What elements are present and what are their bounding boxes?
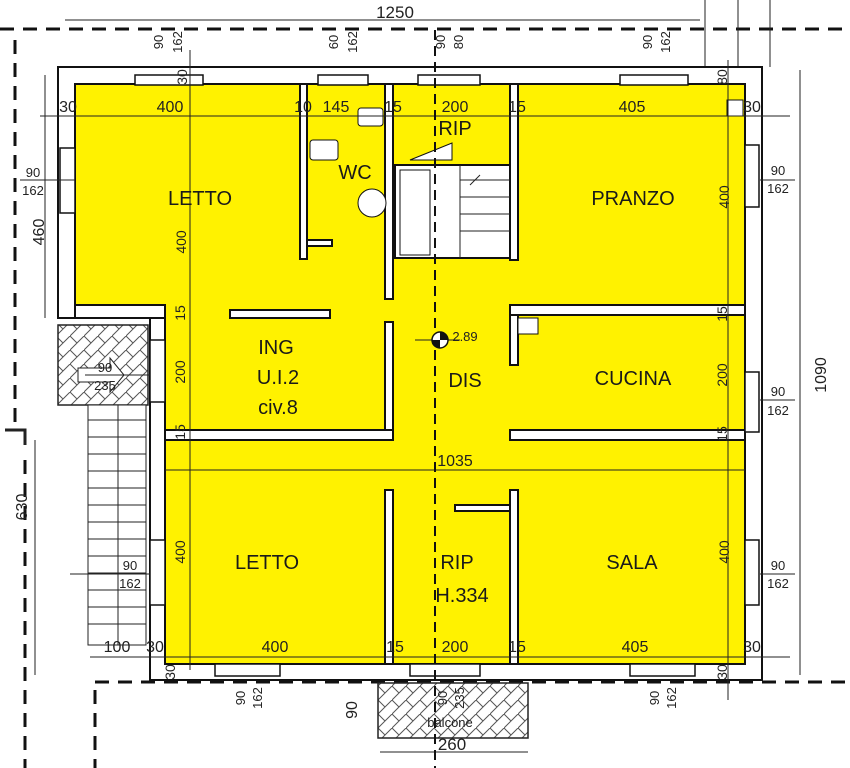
dim-internal-width: 1035: [437, 453, 473, 470]
dim-window: 162: [119, 576, 141, 591]
dim: 400: [716, 185, 732, 209]
dim: 15: [384, 99, 402, 116]
unit-label: U.I.2: [257, 367, 299, 389]
dim: 630: [14, 494, 31, 521]
level-marker-icon: [431, 331, 449, 349]
dim-window: 90: [26, 165, 40, 180]
dim-window: 162: [767, 181, 789, 196]
dim-window: 162: [22, 183, 44, 198]
sink-icon: [309, 139, 339, 161]
dim: 15: [508, 639, 526, 656]
dim-window: 162: [767, 403, 789, 418]
dimension-lines: [20, 19, 801, 753]
dim: 30: [743, 99, 761, 116]
room-label-sala: SALA: [606, 552, 658, 574]
dim: 200: [714, 363, 730, 387]
room-label-cucina: CUCINA: [595, 368, 672, 390]
civic-number-label: civ.8: [258, 397, 298, 419]
dim: 30: [59, 99, 77, 116]
dim-wall: 30: [174, 69, 190, 85]
dim-window: 162: [345, 31, 360, 53]
bidet-icon: [357, 107, 384, 127]
room-label-letto-bottom: LETTO: [235, 552, 299, 574]
dim-window: 162: [170, 31, 185, 53]
dim: 200: [172, 360, 188, 384]
interior-walls: [164, 83, 746, 665]
dim-window: 90: [151, 35, 166, 49]
floor-level-value: 2.89: [452, 329, 477, 344]
dim-window: 80: [451, 35, 466, 49]
room-label-dis: DIS: [448, 370, 481, 392]
dim: 15: [508, 99, 526, 116]
dim: 15: [172, 424, 188, 440]
room-label-rip-bottom: RIP: [440, 552, 473, 574]
dim: 15: [172, 305, 188, 321]
external-stairs: [57, 324, 149, 646]
dim: 15: [714, 426, 730, 442]
room-label-rip-top: RIP: [438, 118, 471, 140]
dim-window: 235: [94, 378, 116, 393]
dim-window: 90: [647, 691, 662, 705]
flue-icon: [726, 99, 744, 117]
wc-fixtures: [309, 99, 744, 335]
dim: 400: [173, 230, 189, 254]
dim-window: 162: [250, 687, 265, 709]
dim-window: 90: [771, 384, 785, 399]
dim: 100: [104, 639, 131, 656]
dim-balcony-width: 260: [438, 735, 466, 754]
dim: 200: [442, 639, 469, 656]
dim: 15: [386, 639, 404, 656]
dim: 405: [622, 639, 649, 656]
dim-wall: 80: [714, 69, 730, 85]
dim: 145: [323, 99, 350, 116]
room-label-wc: WC: [338, 162, 371, 184]
dim-window: 162: [767, 576, 789, 591]
balcony-label: balcone: [427, 715, 473, 730]
dim-window: 90: [98, 360, 112, 375]
dim-window: 235: [452, 687, 467, 709]
dim: 405: [619, 99, 646, 116]
dim-balcony-depth: 90: [344, 701, 361, 719]
dimension-labels: 1250 90 162 60 162 90 80 90 162 30 80 30…: [14, 3, 830, 754]
dim-window: 162: [658, 31, 673, 53]
dim: 200: [442, 99, 469, 116]
room-label-letto-top: LETTO: [168, 188, 232, 210]
balcony: [377, 682, 529, 739]
dim-wall: 30: [714, 664, 730, 680]
room-labels: LETTO WC RIP PRANZO ING U.I.2 civ.8 DIS …: [168, 118, 675, 730]
dim-window: 60: [326, 35, 341, 49]
dim: 15: [714, 306, 730, 322]
dim: 460: [31, 219, 48, 246]
internal-stairs: [394, 142, 511, 259]
dim: 400: [716, 540, 732, 564]
dim-window: 90: [640, 35, 655, 49]
dim: 400: [262, 639, 289, 656]
dim-window: 90: [123, 558, 137, 573]
dim-window: 90: [771, 163, 785, 178]
dim-window: 90: [435, 691, 450, 705]
dim-window: 90: [771, 558, 785, 573]
dim: 400: [172, 540, 188, 564]
ceiling-height-label: H.334: [435, 585, 488, 607]
toilet-icon: [357, 188, 387, 218]
dim: 30: [743, 639, 761, 656]
dim-window: 162: [664, 687, 679, 709]
dim-wall: 30: [162, 664, 178, 680]
dim: 30: [146, 639, 164, 656]
dim-window: 90: [433, 35, 448, 49]
stove-icon: [517, 317, 539, 335]
dim: 10: [294, 99, 312, 116]
dim-window: 90: [233, 691, 248, 705]
landing-hatch: [57, 324, 149, 406]
dim: 400: [157, 99, 184, 116]
room-label-ing: ING: [258, 337, 294, 359]
windows: [59, 74, 760, 677]
dim-total-width: 1250: [376, 3, 414, 22]
dim-total-height: 1090: [813, 357, 830, 393]
room-label-pranzo: PRANZO: [591, 188, 674, 210]
